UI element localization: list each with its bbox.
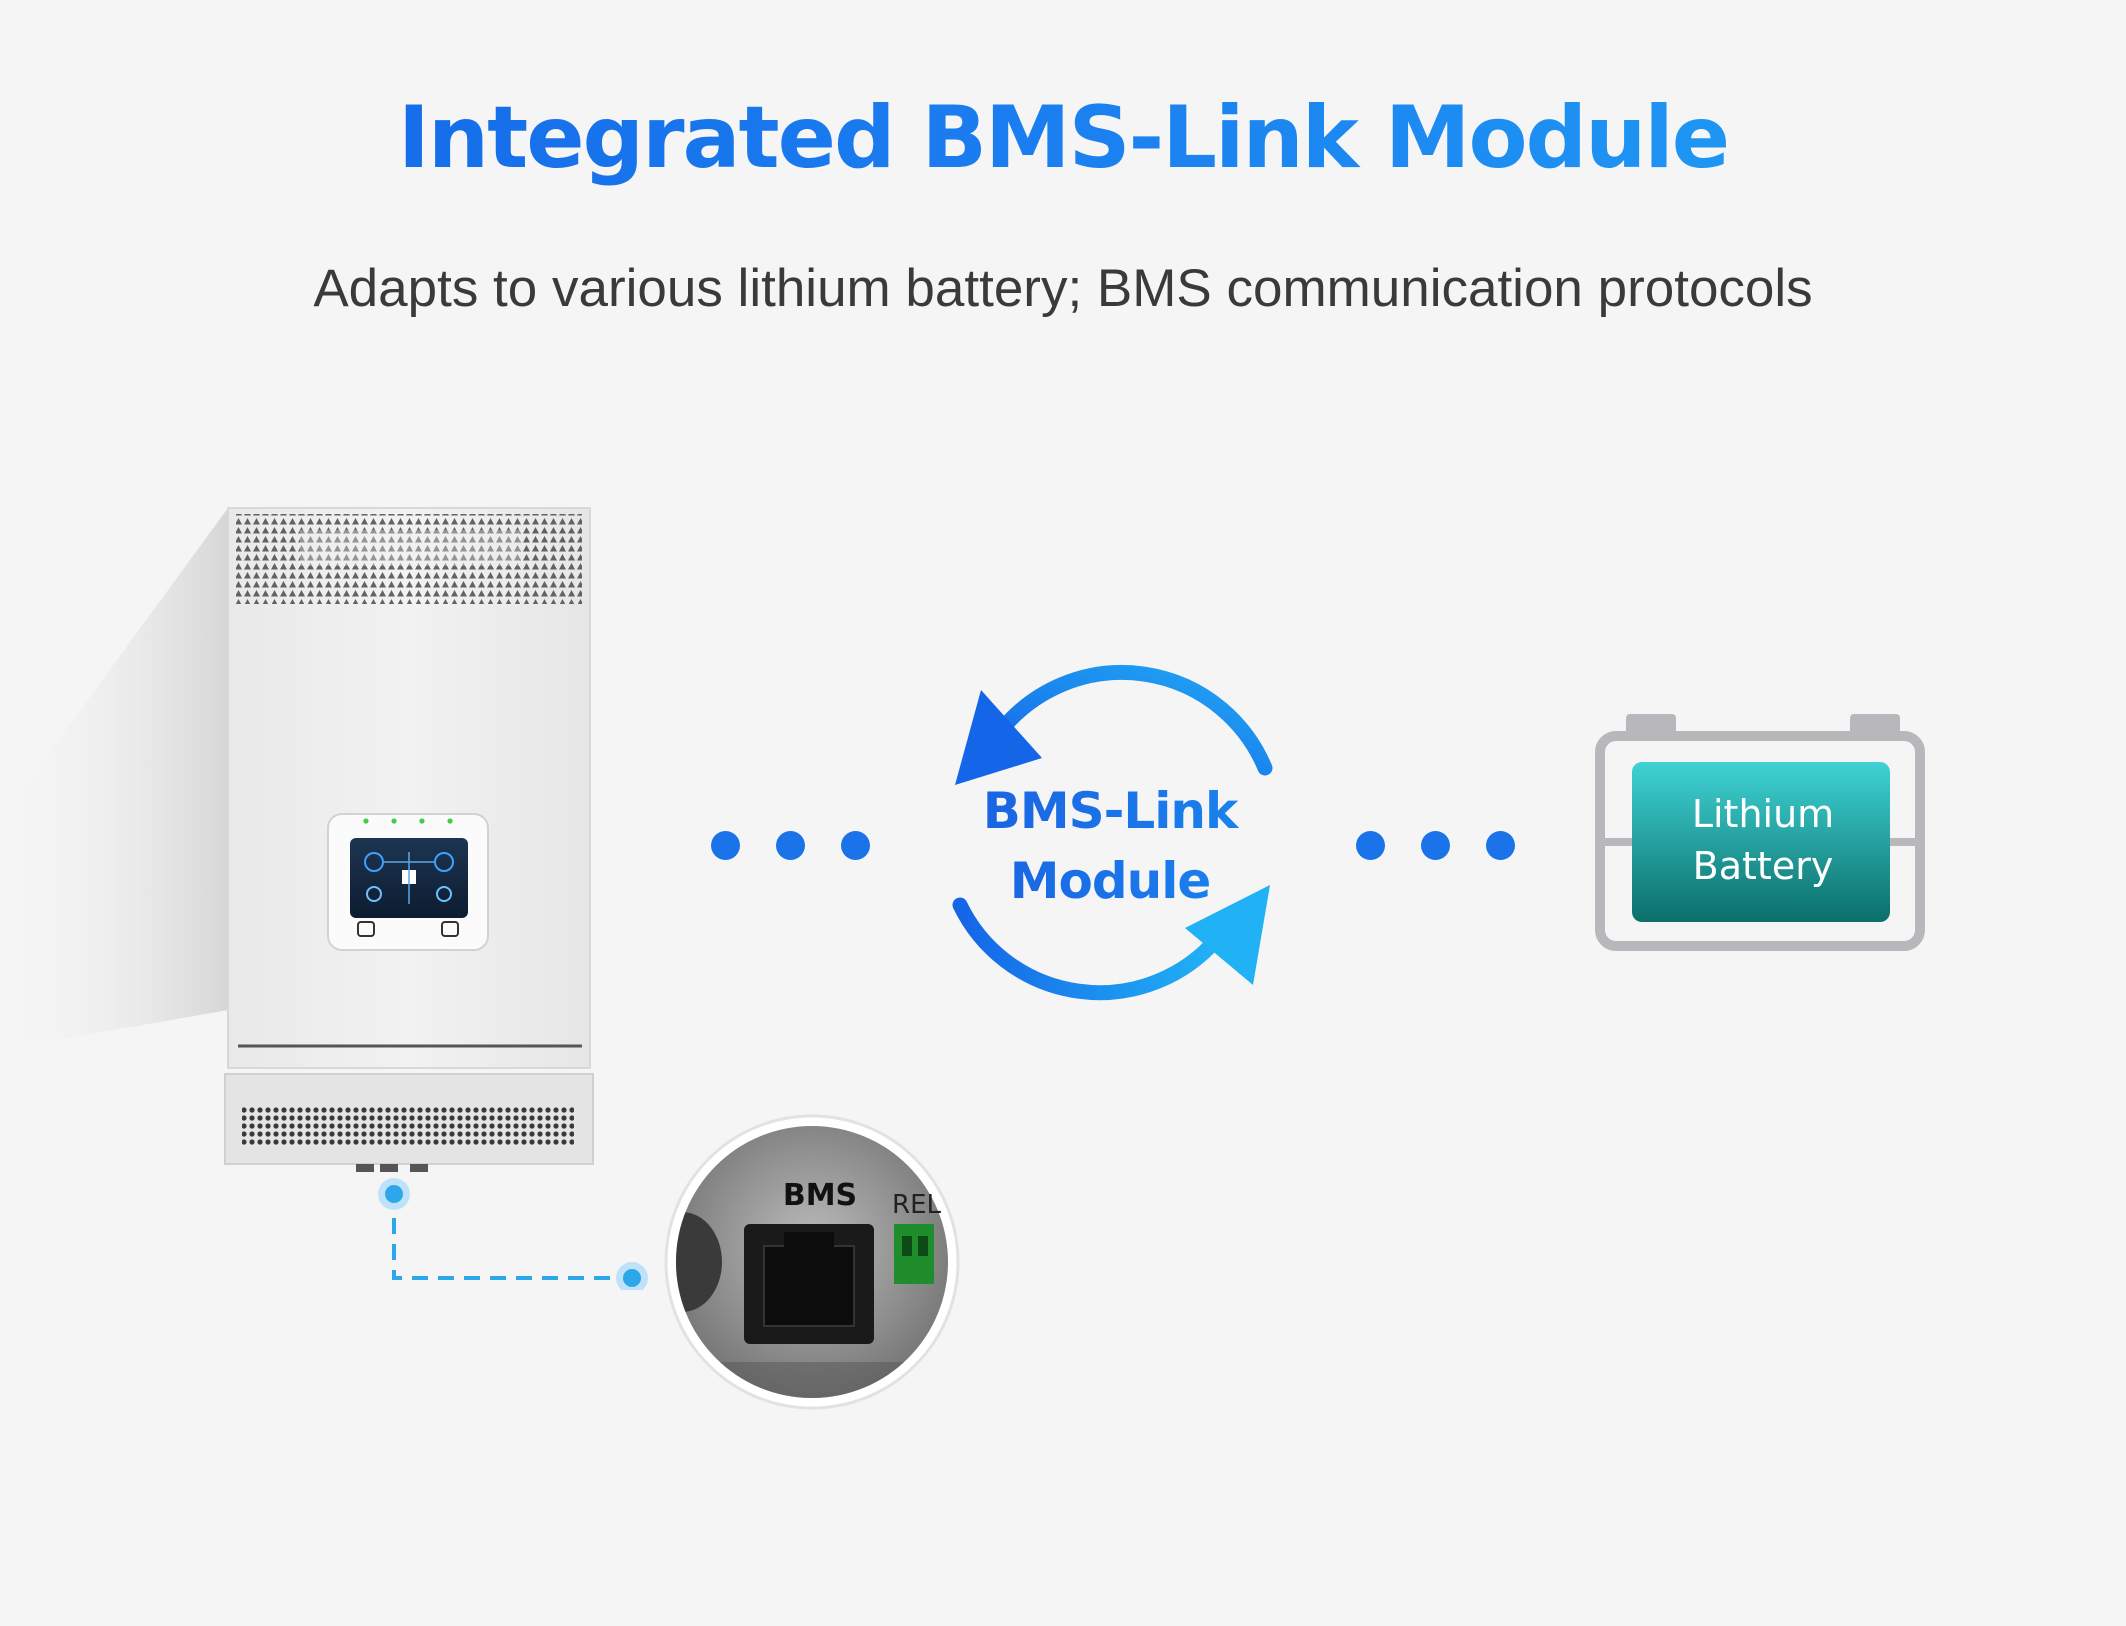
battery-label-line2: Battery <box>1692 844 1834 888</box>
link-dot <box>1486 831 1515 860</box>
page-subtitle: Adapts to various lithium battery; BMS c… <box>313 259 1813 318</box>
bms-link-label-line2: Module <box>1009 852 1211 910</box>
bms-link-label-line1: BMS-Link <box>982 782 1238 840</box>
page-title: Integrated BMS-Link Module <box>0 88 2126 188</box>
circular-arrows-icon <box>952 664 1273 1001</box>
link-dot <box>711 831 740 860</box>
link-dot <box>841 831 870 860</box>
battery-label: Lithium Battery <box>1632 788 1894 892</box>
bms-link-label: BMS-Link Module <box>940 776 1280 916</box>
rel-port-label: REL <box>892 1190 941 1220</box>
connection-line <box>378 1178 648 1290</box>
link-dot <box>776 831 805 860</box>
bms-port-label: BMS <box>782 1178 858 1213</box>
link-dot <box>1356 831 1385 860</box>
inverter-illustration <box>0 507 594 1172</box>
link-dot <box>1421 831 1450 860</box>
battery-icon <box>1595 714 1925 951</box>
battery-label-line1: Lithium <box>1691 792 1835 836</box>
port-zoom-callout <box>664 1114 960 1410</box>
